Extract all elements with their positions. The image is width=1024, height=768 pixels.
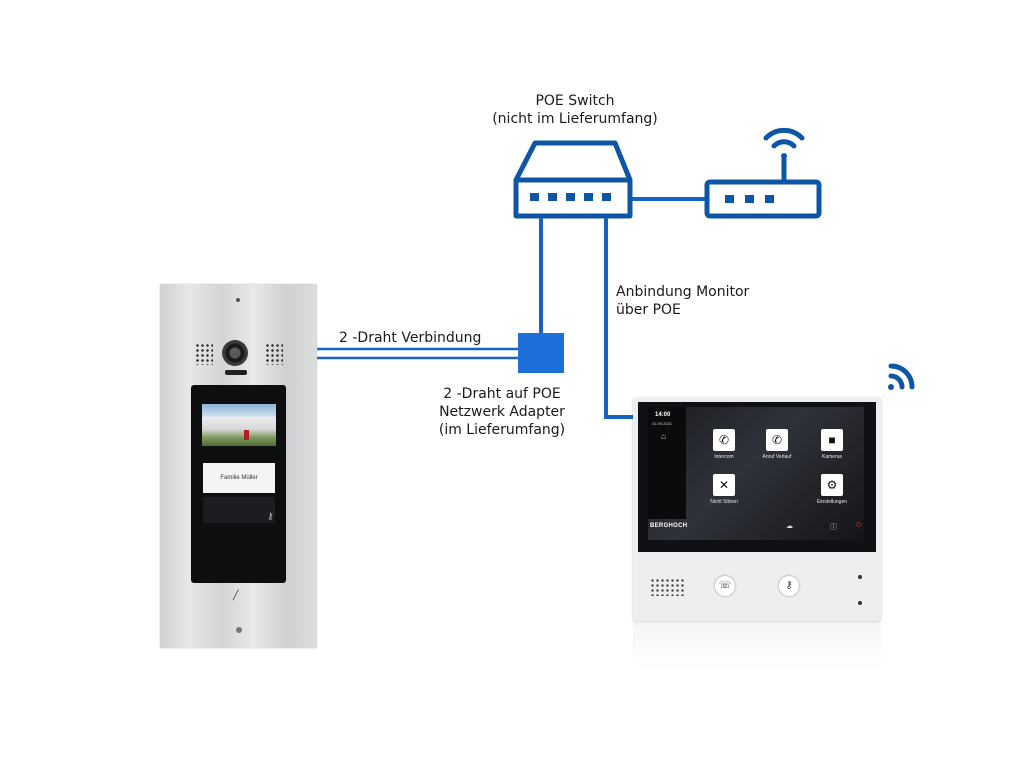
monitor-sidebar [648,407,686,519]
router-icon [704,158,822,219]
monitor-unlock-button[interactable]: ⚷ [779,576,799,596]
door-speaker-right [265,343,283,365]
door-display-image [202,404,276,446]
doorbell-status-icon: ⌂ [661,432,666,441]
door-display-image-detail [244,430,249,440]
key-icon: ⚷ [267,511,274,521]
door-nameplate[interactable]: Familie Müller [203,463,275,493]
monitor-time: 14:00 [655,412,671,418]
poe-switch-icon [513,140,633,219]
switch-to-monitor-line [604,216,636,419]
adapter-label: 2 -Draht auf POE Netzwerk Adapter (im Li… [426,385,578,439]
door-camera [222,340,248,366]
monitor-link-label-line1: Anbindung Monitor [616,284,750,300]
monitor-wifi-icon [888,363,915,390]
app-label-intercom: Intercom [714,454,734,460]
monitor-date: 01.09.2021 [652,421,673,426]
app-label-call-history: Anruf Verlauf [762,454,792,460]
monitor-status-led-bottom [858,601,862,605]
monitor-reflection [633,621,881,671]
adapter-label-line3: (im Lieferumfang) [438,422,566,438]
door-nfc-icon: ╱ [233,590,239,600]
monitor-talk-button[interactable]: ☏ [715,576,735,596]
poe-switch-label: POE Switch (nicht im Lieferumfang) [480,92,670,128]
cloud-icon[interactable]: ☁ [786,523,793,530]
poe-adapter-box [518,333,564,373]
app-label-cameras: Kameras [821,454,842,460]
door-camera-sensor [225,370,247,375]
phone-icon[interactable]: ✆ [713,429,735,451]
adapter-label-line1: 2 -Draht auf POE [443,386,561,402]
door-bottom-screw [236,627,242,633]
power-icon[interactable]: ⏻ [856,522,862,529]
do-not-disturb-icon[interactable]: ✕ [713,474,735,496]
door-key-button[interactable] [203,497,275,523]
app-label-settings: Einstellungen [816,499,848,505]
monitor-status-led-top [858,575,862,579]
monitor-speaker [650,578,686,596]
app-label-do-not-disturb: Nicht Stören [710,499,738,505]
gear-icon[interactable]: ⚙ [821,474,843,496]
door-speaker-left [195,343,213,365]
monitor-link-label: Anbindung Monitor über POE [616,283,749,319]
monitor-link-label-line2: über POE [616,302,681,318]
router-wifi-icon [763,127,805,159]
info-icon[interactable]: ⓘ [830,524,837,531]
call-history-icon[interactable]: ✆ [766,429,788,451]
poe-switch-label-line2: (nicht im Lieferumfang) [492,111,658,127]
camera-icon[interactable]: ■ [821,429,843,451]
monitor-brand: BERGHOCH [650,523,688,529]
door-top-screw [236,298,240,302]
poe-switch-label-line1: POE Switch [535,93,615,109]
two-wire-label: 2 -Draht Verbindung [339,330,482,346]
adapter-label-line2: Netzwerk Adapter [439,404,565,420]
